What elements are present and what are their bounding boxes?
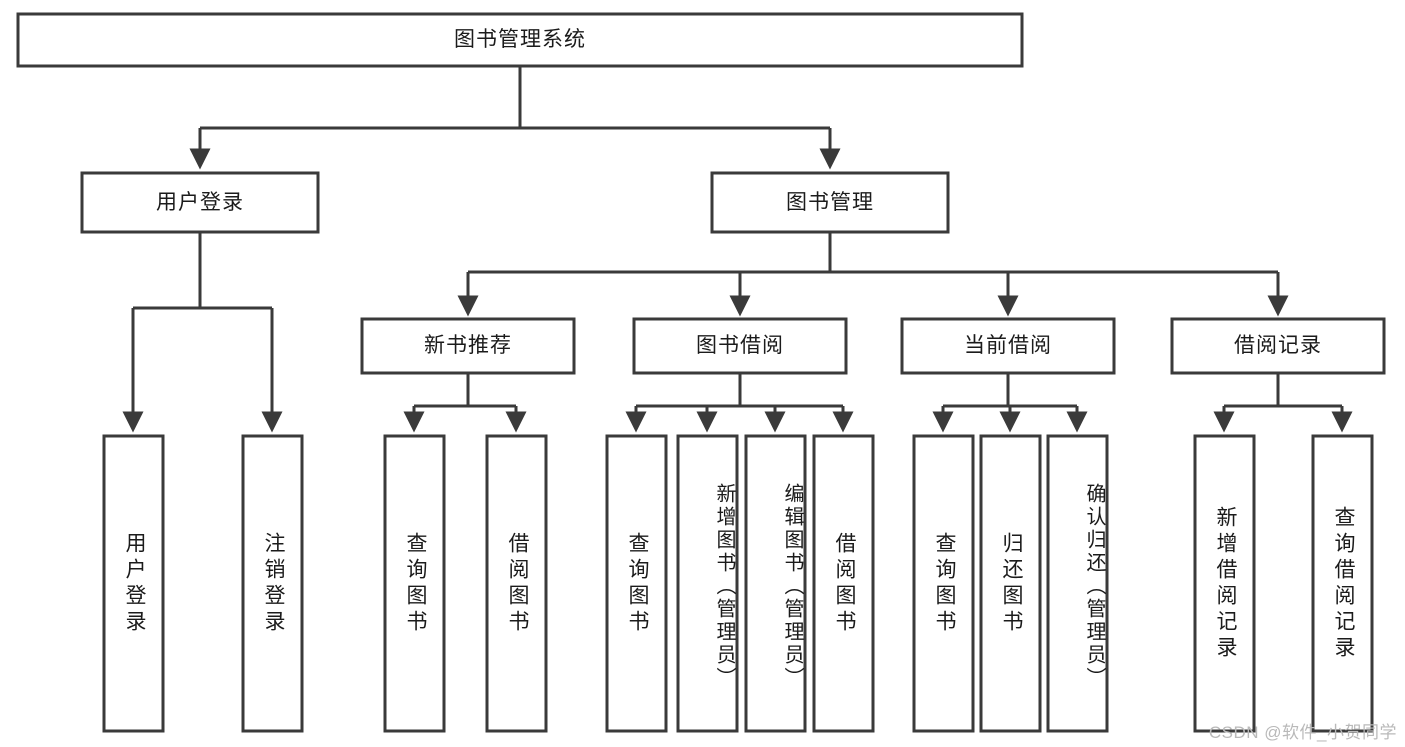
node-box-book-borrow [632,317,848,375]
node-box-leaf-query-book-1 [383,434,446,733]
node-box-leaf-query-book-3 [912,434,975,733]
node-box-user-login [80,171,320,234]
node-box-leaf-logout-login [241,434,304,733]
node-box-new-book-recommend [360,317,576,375]
node-box-leaf-add-borrow-record [1193,434,1256,733]
node-box-borrow-record [1170,317,1386,375]
csdn-watermark: CSDN @软件_小贺同学 [1208,723,1397,742]
node-box-leaf-add-book [676,434,739,733]
node-box-leaf-query-borrow-record [1311,434,1374,733]
node-box-leaf-borrow-book-1 [485,434,548,733]
node-box-leaf-query-book-2 [605,434,668,733]
node-box-current-borrow [900,317,1116,375]
node-box-root [16,12,1024,68]
node-box-leaf-user-login [102,434,165,733]
node-box-leaf-confirm-return [1046,434,1109,733]
node-box-leaf-edit-book [744,434,807,733]
node-box-book-management [710,171,950,234]
node-box-leaf-return-book [979,434,1042,733]
node-box-leaf-borrow-book-2 [812,434,875,733]
